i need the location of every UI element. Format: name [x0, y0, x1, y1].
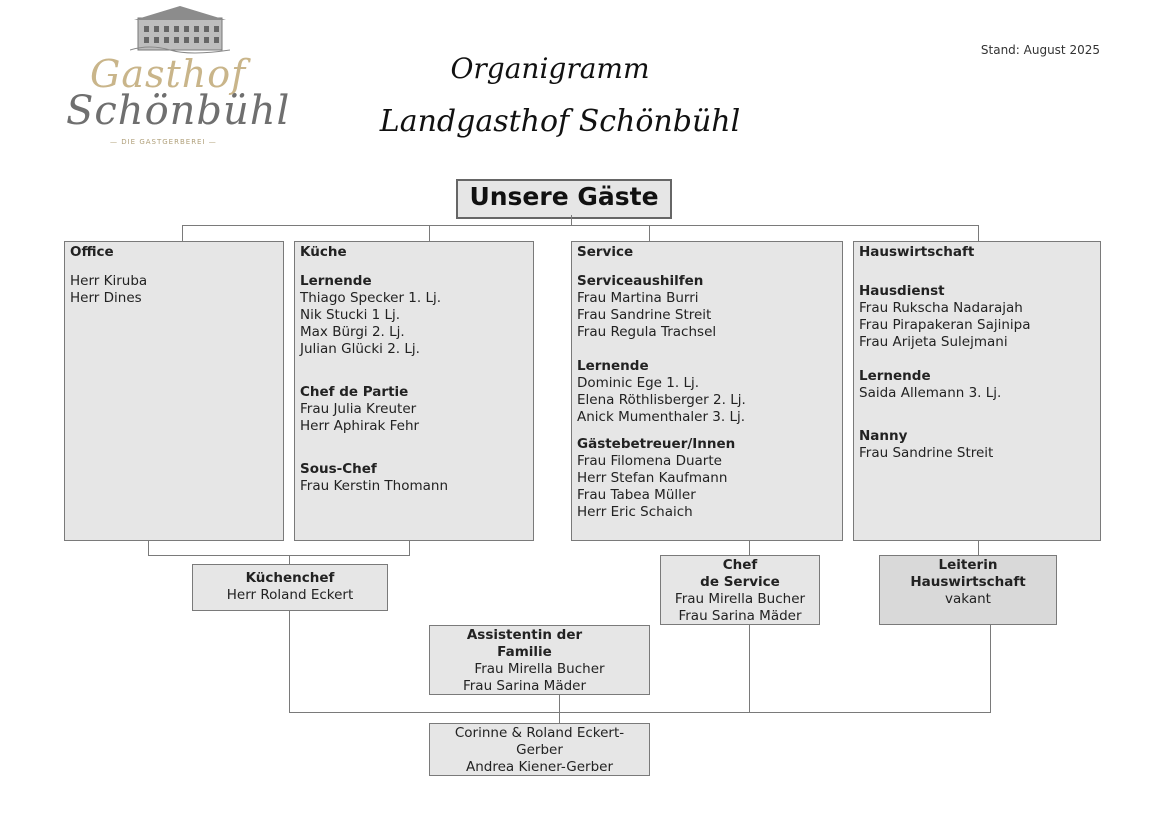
- connector-line: [148, 541, 149, 555]
- logo: [60, 4, 280, 154]
- connector-line: [571, 215, 572, 225]
- housekeeping-box: Hauswirtschaft Hausdienst Frau Rukscha N…: [853, 241, 1101, 541]
- service-apprentice: Dominic Ege 1. Lj.: [577, 375, 700, 391]
- kitchen-apprentice: Julian Glücki 2. Lj.: [300, 341, 420, 357]
- page-subtitle: Landgasthof Schönbühl: [379, 104, 741, 139]
- owner-line: Corinne & Roland Eckert-: [454, 725, 625, 741]
- service-apprentice: Anick Mumenthaler 3. Lj.: [577, 409, 746, 425]
- kitchen-header: Küche: [300, 244, 347, 260]
- connector-line: [649, 225, 650, 241]
- service-box: Service Serviceaushilfen Frau Martina Bu…: [571, 241, 843, 541]
- head-chef-name: Herr Roland Eckert: [226, 587, 354, 603]
- date-label: Stand: August 2025: [980, 43, 1100, 57]
- connector-line: [148, 555, 410, 556]
- family-assistant-name: Frau Sarina Mäder: [462, 678, 587, 694]
- hausdienst-member: Frau Rukscha Nadarajah: [859, 300, 1023, 316]
- logo-text-schoenbuehl: Schönbühl: [66, 88, 291, 134]
- family-assistant-name: Frau Mirella Bucher: [474, 661, 605, 677]
- hausdienst-title: Hausdienst: [859, 283, 945, 299]
- kitchen-box: Küche Lernende Thiago Specker 1. Lj. Nik…: [294, 241, 534, 541]
- housekeeping-header: Hauswirtschaft: [859, 244, 975, 260]
- service-chief-name: Frau Sarina Mäder: [678, 608, 802, 624]
- office-header: Office: [70, 244, 114, 260]
- guest-host-member: Frau Filomena Duarte: [577, 453, 722, 469]
- connector-line: [990, 625, 991, 712]
- kitchen-apprentice: Nik Stucki 1 Lj.: [300, 307, 401, 323]
- chef-de-partie-member: Herr Aphirak Fehr: [300, 418, 420, 434]
- service-apprentice: Elena Röthlisberger 2. Lj.: [577, 392, 746, 408]
- nanny-title: Nanny: [859, 428, 908, 444]
- head-chef-box: Küchenchef Herr Roland Eckert: [192, 564, 388, 611]
- hausdienst-member: Frau Pirapakeran Sajinipa: [859, 317, 1031, 333]
- connector-line: [978, 541, 979, 555]
- sous-chef-title: Sous-Chef: [300, 461, 377, 477]
- logo-text-gasthof: Gasthof: [90, 52, 247, 96]
- connector-line: [289, 611, 290, 712]
- service-aushilfen-title: Serviceaushilfen: [577, 273, 704, 289]
- service-aushilfe: Frau Regula Trachsel: [577, 324, 717, 340]
- sous-chef-member: Frau Kerstin Thomann: [300, 478, 449, 494]
- owner-line: Andrea Kiener-Gerber: [465, 759, 614, 775]
- connector-line: [749, 625, 750, 712]
- hausdienst-member: Frau Arijeta Sulejmani: [859, 334, 1008, 350]
- nanny-member: Frau Sandrine Streit: [859, 445, 994, 461]
- connector-line: [559, 695, 560, 723]
- connector-line: [409, 541, 410, 555]
- guest-host-member: Frau Tabea Müller: [577, 487, 696, 503]
- owners-box: Corinne & Roland Eckert- Gerber Andrea K…: [429, 723, 650, 776]
- owner-line: Gerber: [516, 742, 563, 758]
- office-box: Office Herr Kiruba Herr Dines: [64, 241, 284, 541]
- connector-line: [749, 541, 750, 555]
- head-chef-title: Küchenchef: [245, 570, 335, 586]
- service-apprentices-title: Lernende: [577, 358, 649, 374]
- housekeeping-apprentices-title: Lernende: [859, 368, 931, 384]
- housekeeping-lead-title-1: Leiterin: [938, 557, 998, 573]
- hotel-building-icon: [130, 6, 230, 54]
- connector-line: [289, 555, 290, 564]
- guest-host-member: Herr Eric Schaich: [577, 504, 693, 520]
- connector-line: [182, 225, 183, 241]
- housekeeping-apprentice: Saida Allemann 3. Lj.: [859, 385, 1002, 401]
- page-title: Organigramm: [450, 52, 650, 85]
- service-chief-box: Chef de Service Frau Mirella Bucher Frau…: [660, 555, 820, 625]
- kitchen-apprentices-title: Lernende: [300, 273, 372, 289]
- guest-host-member: Herr Stefan Kaufmann: [577, 470, 728, 486]
- service-chief-title-2: de Service: [700, 574, 780, 590]
- kitchen-apprentice: Thiago Specker 1. Lj.: [300, 290, 442, 306]
- family-assistant-title-1: Assistentin der: [466, 627, 583, 643]
- logo-tagline: — DIE GASTGERBEREI —: [110, 138, 217, 146]
- kitchen-apprentice: Max Bürgi 2. Lj.: [300, 324, 405, 340]
- office-member: Herr Kiruba: [70, 273, 148, 289]
- housekeeping-lead-title-2: Hauswirtschaft: [910, 574, 1026, 590]
- connector-line: [978, 225, 979, 241]
- service-aushilfe: Frau Martina Burri: [577, 290, 699, 306]
- service-chief-name: Frau Mirella Bucher: [674, 591, 806, 607]
- office-member: Herr Dines: [70, 290, 142, 306]
- housekeeping-lead-box: Leiterin Hauswirtschaft vakant: [879, 555, 1057, 625]
- chef-de-partie-member: Frau Julia Kreuter: [300, 401, 417, 417]
- connector-line: [429, 225, 430, 241]
- connector-line: [289, 712, 991, 713]
- housekeeping-lead-name: vakant: [945, 591, 991, 607]
- service-header: Service: [577, 244, 634, 260]
- service-chief-title-1: Chef: [722, 557, 758, 573]
- family-assistant-box: Assistentin der Familie Frau Mirella Buc…: [429, 625, 650, 695]
- service-aushilfe: Frau Sandrine Streit: [577, 307, 712, 323]
- guest-host-title: Gästebetreuer/Innen: [577, 436, 736, 452]
- connector-line: [182, 225, 979, 226]
- chef-de-partie-title: Chef de Partie: [300, 384, 409, 400]
- guests-box: Unsere Gäste: [456, 179, 672, 219]
- family-assistant-title-2: Familie: [497, 644, 552, 660]
